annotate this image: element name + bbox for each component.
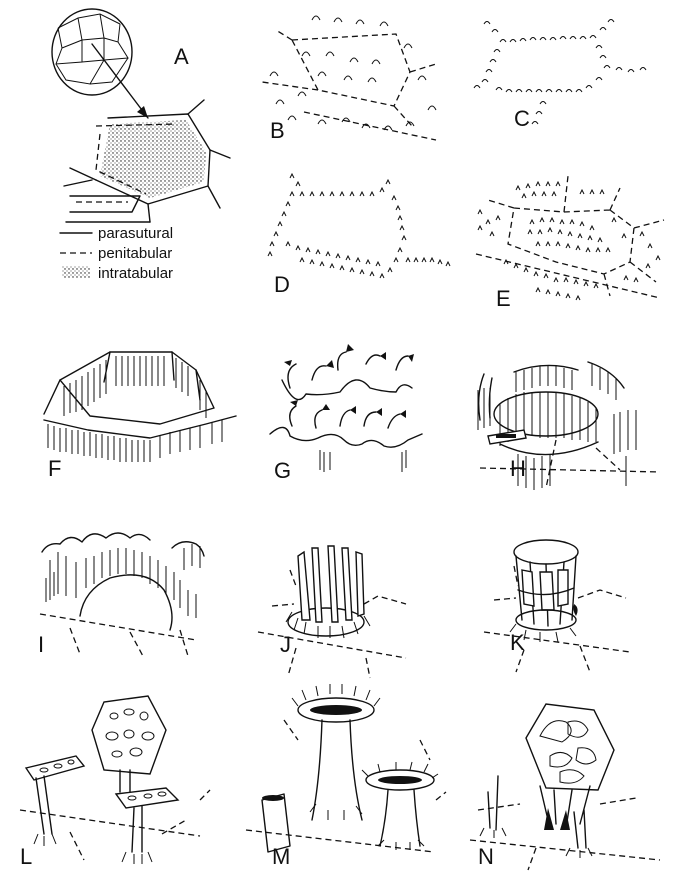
panel-g: G	[269, 344, 423, 483]
panel-label-f: F	[48, 456, 61, 481]
panel-label-m: M	[272, 844, 290, 869]
panel-label-c: C	[514, 106, 530, 131]
panel-i: I	[38, 532, 205, 659]
panel-f: F	[43, 351, 237, 481]
panel-label-g: G	[274, 458, 291, 483]
panel-c: C	[473, 19, 647, 131]
panel-label-k: K	[510, 630, 525, 655]
panel-n: N	[469, 703, 661, 871]
panel-k: K	[483, 539, 631, 673]
panel-label-i: I	[38, 632, 44, 657]
legend: parasutural penitabular intratabular	[59, 225, 173, 282]
panel-label-b: B	[270, 118, 285, 143]
panel-h: H	[477, 361, 661, 490]
panel-label-h: H	[510, 456, 526, 481]
cyst-sphere-sketch	[51, 8, 149, 119]
panel-label-e: E	[496, 286, 511, 311]
panel-label-l: L	[20, 844, 32, 869]
panel-label-j: J	[280, 632, 291, 657]
legend-intratabular: intratabular	[98, 265, 173, 282]
panel-d: D	[267, 172, 451, 297]
panel-m: M	[245, 684, 447, 869]
panel-a: A parasutural penitabular intratabular	[51, 8, 231, 282]
panel-j: J	[257, 545, 407, 679]
legend-parasutural: parasutural	[98, 225, 173, 242]
panel-label-a: A	[174, 44, 189, 69]
panel-e: E	[475, 175, 665, 311]
legend-penitabular: penitabular	[98, 245, 172, 262]
panel-label-n: N	[478, 844, 494, 869]
panel-label-d: D	[274, 272, 290, 297]
plate-diagram	[63, 99, 231, 223]
panel-l: L	[19, 695, 211, 869]
panel-b: B	[261, 15, 437, 143]
